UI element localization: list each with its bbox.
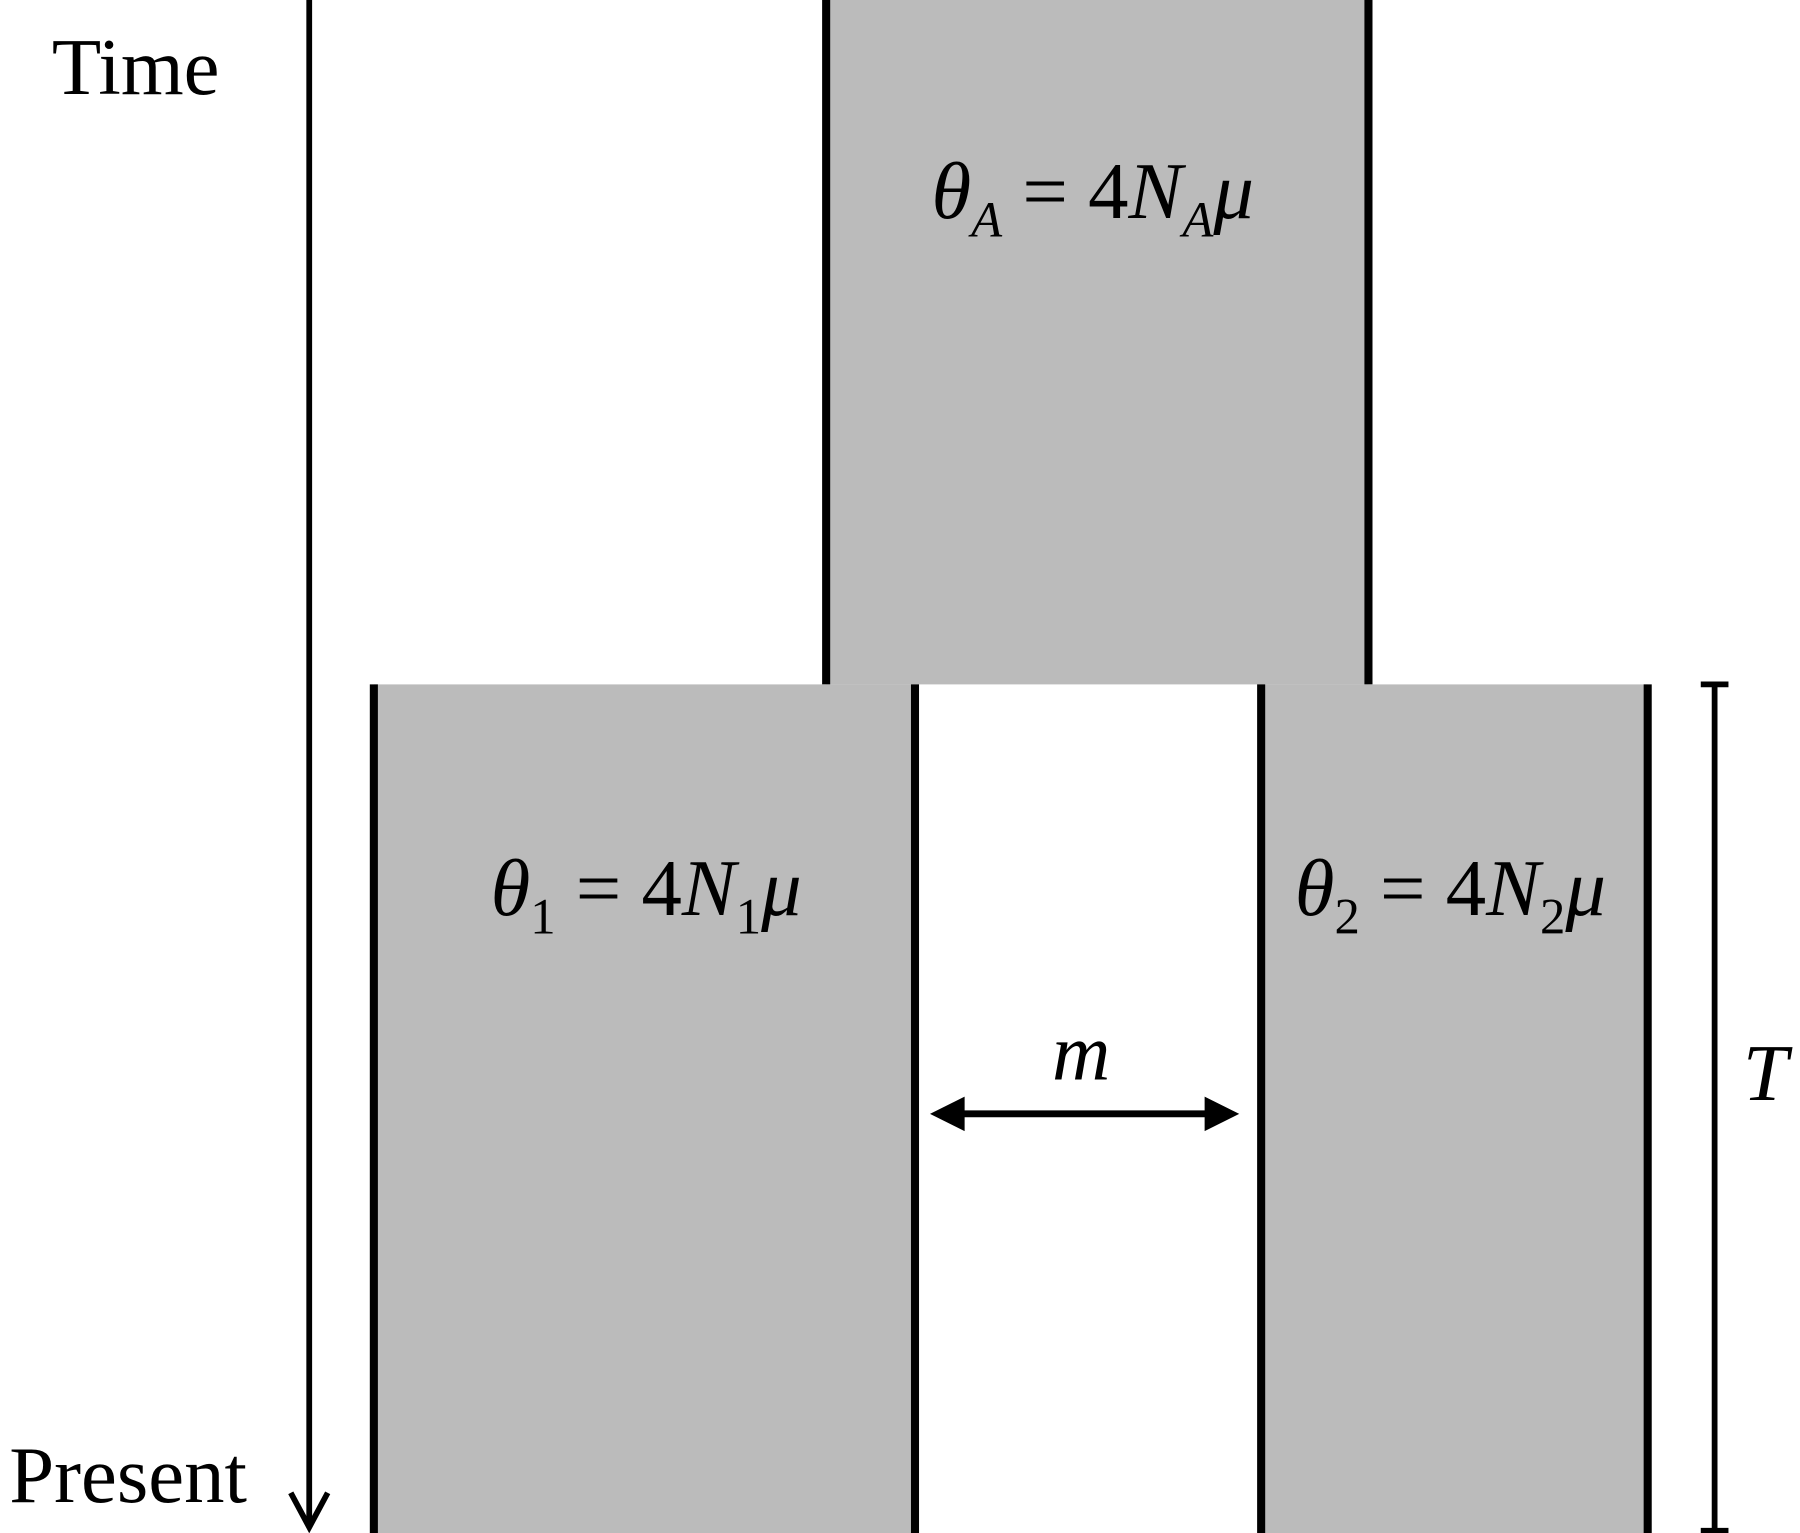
ancestral-population: [826, 0, 1369, 685]
ancestral-theta-label: θA = 4NAμ: [931, 147, 1253, 247]
time-label: Time: [52, 23, 220, 112]
present-label: Present: [9, 1431, 247, 1520]
split-time-label: T: [1743, 1029, 1793, 1118]
population-2: [1261, 684, 1648, 1533]
time-arrowhead-icon: [288, 1491, 331, 1533]
pop2-theta-label: θ2 = 4N2μ: [1295, 844, 1606, 944]
migration-arrowhead-right-icon: [1204, 1096, 1240, 1132]
migration-label: m: [1052, 1009, 1110, 1098]
pop1-theta-label: θ1 = 4N1μ: [491, 844, 802, 944]
migration-arrowhead-left-icon: [930, 1096, 965, 1132]
population-1: [373, 684, 915, 1533]
